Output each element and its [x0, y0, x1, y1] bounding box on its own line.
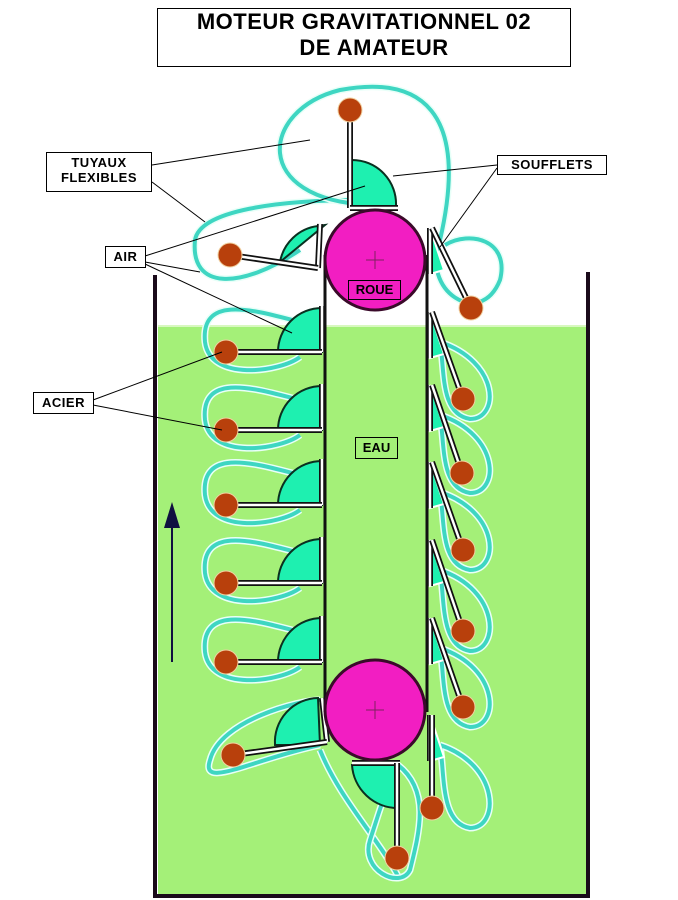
steel-ball	[450, 694, 476, 720]
water	[158, 325, 586, 895]
steel-ball	[213, 649, 239, 675]
bellows	[276, 384, 323, 431]
steel-ball	[450, 618, 476, 644]
steel-ball	[384, 845, 410, 871]
steel-ball	[217, 242, 243, 268]
flexible-hose	[438, 568, 492, 654]
bellows	[351, 158, 398, 207]
steel-ball	[450, 386, 476, 412]
flexible-hose	[438, 413, 492, 496]
bellows	[273, 696, 322, 746]
bellows	[276, 537, 323, 584]
rod	[430, 539, 465, 632]
diagram-title: MOTEUR GRAVITATIONNEL 02 DE AMATEUR	[157, 8, 571, 67]
rod	[430, 617, 465, 708]
steel-ball	[213, 339, 239, 365]
flexible-hose	[202, 307, 302, 373]
rod	[316, 223, 322, 269]
steel-ball	[213, 492, 239, 518]
steel-ball	[458, 295, 484, 321]
rod	[430, 384, 464, 474]
rod	[229, 253, 319, 270]
bellows	[276, 616, 323, 663]
bellows	[276, 306, 323, 353]
label-flexibles: FLEXIBLES	[60, 170, 137, 185]
label-soufflets: SOUFFLETS	[497, 155, 607, 175]
flexible-hose	[438, 743, 492, 831]
flexible-hose	[438, 490, 492, 573]
label-tuyaux: TUYAUX	[71, 155, 127, 170]
flexible-hose	[438, 340, 492, 422]
tank	[153, 272, 590, 898]
rod	[430, 461, 465, 551]
label-acier: ACIER	[33, 392, 94, 414]
flexible-hose	[438, 646, 492, 730]
steel-ball	[213, 570, 239, 596]
bottom-wheel	[323, 658, 427, 762]
steel-ball	[419, 795, 445, 821]
flexible-hose	[278, 84, 504, 305]
rod	[430, 311, 465, 400]
up-arrow	[164, 502, 180, 662]
label-air: AIR	[105, 246, 146, 268]
steel-ball	[337, 97, 363, 123]
rod	[232, 740, 328, 757]
flexible-hose	[202, 617, 302, 683]
title-line-1: MOTEUR GRAVITATIONNEL 02	[196, 9, 532, 34]
flexible-hose	[202, 460, 302, 526]
label-eau: EAU	[355, 437, 398, 459]
steel-ball	[449, 460, 475, 486]
title-line-2: DE AMATEUR	[299, 35, 449, 60]
steel-ball	[220, 742, 246, 768]
label-tuyaux-flexibles: TUYAUX FLEXIBLES	[46, 152, 152, 192]
flexible-hose	[202, 385, 302, 451]
steel-ball	[450, 537, 476, 563]
rod	[430, 227, 473, 309]
leader-lines	[92, 139, 498, 431]
bellows	[276, 459, 323, 506]
bellows-units	[213, 97, 484, 871]
steel-ball	[213, 417, 239, 443]
flexible-hose	[202, 538, 302, 604]
label-roue: ROUE	[348, 280, 401, 300]
